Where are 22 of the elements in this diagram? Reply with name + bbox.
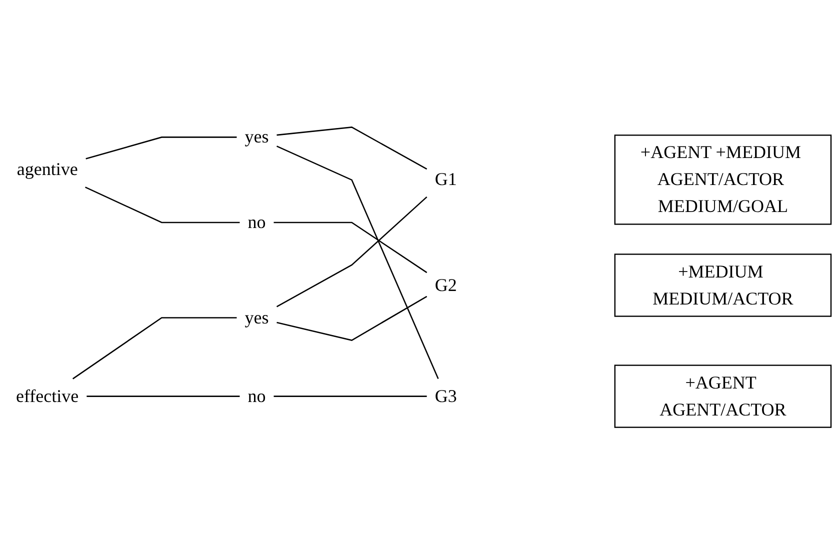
connector (274, 396, 427, 397)
node-text: no (248, 212, 266, 232)
connector (85, 186, 240, 224)
connector (86, 136, 237, 160)
node-text: G3 (434, 386, 457, 406)
node-box (614, 254, 832, 317)
node-text: yes (244, 126, 269, 147)
node-box (614, 364, 832, 428)
node-text: yes (244, 307, 269, 328)
node-box (614, 134, 832, 225)
connector (276, 296, 428, 341)
node-text: effective (16, 386, 79, 406)
connector (276, 196, 428, 308)
connector (274, 222, 428, 274)
connector (276, 126, 428, 170)
node-text: G1 (434, 169, 457, 190)
node-text: no (248, 386, 266, 406)
node-text: G2 (434, 274, 457, 295)
connector (86, 396, 240, 397)
connector (72, 317, 237, 380)
node-text: agentive (16, 159, 78, 180)
connector (276, 146, 439, 380)
